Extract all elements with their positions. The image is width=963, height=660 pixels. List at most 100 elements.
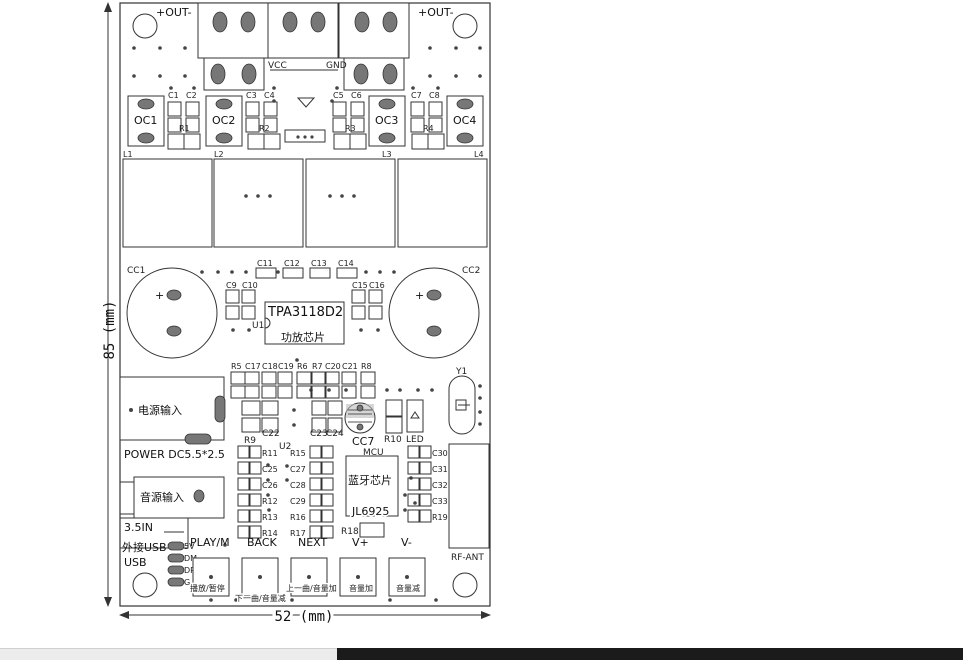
mid-cap-outline — [255, 267, 277, 279]
column-part-label: R12 — [262, 497, 278, 506]
row-part-pad — [277, 371, 293, 385]
top-cap-label: C7 — [411, 91, 422, 100]
out-label-right: +OUT- — [418, 6, 454, 19]
usb-pin-label: DP — [184, 566, 195, 575]
column-pad — [249, 461, 262, 475]
button-center — [209, 575, 213, 579]
column-part-label: C26 — [262, 481, 278, 490]
row-part-label: C19 — [278, 362, 294, 371]
power-arrow-marker — [296, 97, 316, 108]
via-dot — [276, 270, 280, 274]
usb-pin-pad — [167, 553, 185, 563]
amp-chip-ref: U1 — [252, 321, 264, 331]
via-dot — [385, 388, 389, 392]
top-res-label: R4 — [423, 124, 434, 133]
cap-pad — [185, 101, 200, 117]
column-pad — [321, 461, 334, 475]
via-dot — [285, 464, 289, 468]
mid-cap-outline — [282, 267, 304, 279]
via-dot — [183, 74, 187, 78]
out-label-left: +OUT- — [156, 6, 192, 19]
via-dot — [209, 598, 213, 602]
column-part-label: R17 — [290, 529, 306, 538]
cc1-label: CC1 — [127, 266, 145, 276]
inductor-label: L2 — [214, 150, 224, 159]
via-dot — [330, 99, 334, 103]
mcu-chip: MCU 蓝牙芯片 JL6925 — [345, 448, 399, 520]
via-dot — [292, 408, 296, 412]
column-pad — [249, 525, 262, 539]
via-dot — [344, 388, 348, 392]
button-outline[interactable] — [290, 557, 328, 597]
inductor-body — [397, 158, 488, 248]
row-part-pad — [244, 385, 260, 399]
column-part-label: C28 — [290, 481, 306, 490]
audio-input-jack: 音源输入 — [119, 476, 225, 519]
amp-chip: TPA3118D2 功放芯片 U1 — [252, 301, 345, 345]
height-dimension: 85 (mm) — [102, 2, 118, 607]
side-cap-pad — [241, 289, 256, 304]
via-dot — [231, 328, 235, 332]
via-dot — [267, 508, 271, 512]
oc-pad — [215, 98, 233, 110]
via-dot — [158, 74, 162, 78]
mcu-desc: 蓝牙芯片 — [348, 473, 392, 487]
column-pad — [419, 461, 432, 475]
column-pad — [407, 445, 420, 459]
column-pad — [237, 525, 250, 539]
column-part-label: R11 — [262, 449, 278, 458]
via-dot — [266, 463, 270, 467]
side-cap-pad — [241, 305, 256, 320]
column-pad — [249, 509, 262, 523]
via-dot — [132, 46, 136, 50]
button-row: PLAY/M播放/暂停BACK下一曲/音量减NEXT上一曲/音量加V+音量加V-… — [189, 536, 426, 605]
r9-label: R9 — [244, 436, 256, 446]
via-dot — [428, 74, 432, 78]
via-dot — [478, 422, 482, 426]
row-part-label: C20 — [325, 362, 341, 371]
amp-chip-part: TPA3118D2 — [267, 305, 343, 320]
mid-cap-label: C13 — [311, 259, 327, 268]
speaker-terminals — [197, 2, 410, 59]
via-dot — [290, 598, 294, 602]
side-cap-pad — [225, 289, 240, 304]
cap-pad — [167, 117, 182, 133]
bulk-cap-cc2: + CC2 — [388, 266, 480, 359]
via-dot — [411, 86, 415, 90]
crystal-label: Y1 — [455, 367, 467, 377]
row-part-pad — [324, 385, 340, 399]
crystal-y1: Y1 — [448, 367, 476, 435]
row-part-pad — [360, 385, 376, 399]
c23-label: C23 — [310, 429, 328, 439]
oc-pad — [456, 132, 474, 144]
column-part-label: R14 — [262, 529, 278, 538]
width-label: 52 (mm) — [274, 609, 333, 625]
inductor-label: L4 — [474, 150, 484, 159]
via-dot — [388, 598, 392, 602]
column-pad — [237, 509, 250, 523]
top-cap-label: C2 — [186, 91, 197, 100]
side-cap-pad — [368, 289, 383, 304]
oc-pad — [456, 98, 474, 110]
via-dot — [340, 194, 344, 198]
via-dot — [416, 388, 420, 392]
via-dot — [244, 270, 248, 274]
cap-pad — [332, 101, 347, 117]
via-dot — [436, 86, 440, 90]
column-part-label: C25 — [262, 465, 278, 474]
column-pad — [419, 477, 432, 491]
button-top-label: V- — [401, 536, 412, 549]
usb-ext-label: 外接USB — [122, 541, 167, 554]
cap-pad — [245, 117, 260, 133]
button-top-label: NEXT — [298, 536, 328, 549]
column-pad — [419, 445, 432, 459]
usb-pin-label: 5V — [184, 542, 195, 551]
row-part-label: C18 — [262, 362, 278, 371]
via-dot — [478, 384, 482, 388]
button-center — [356, 575, 360, 579]
